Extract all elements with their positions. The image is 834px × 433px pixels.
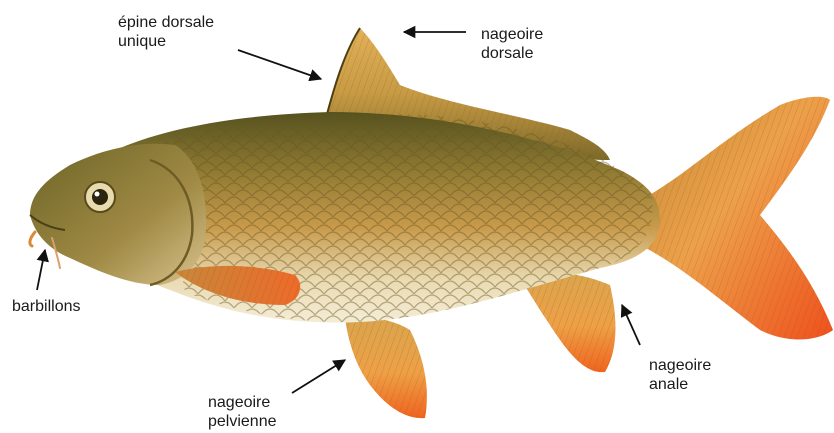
arrow-pelvic-fin (292, 360, 345, 393)
label-dorsal-fin-line2: dorsale (481, 44, 543, 63)
arrow-anal-fin (622, 305, 640, 345)
caudal-fin (640, 97, 833, 340)
label-dorsal-fin-line1: nageoire (481, 25, 543, 44)
label-pelvic-fin-line1: nageoire (208, 393, 277, 412)
pelvic-fin (345, 317, 427, 418)
label-pelvic-fin: nageoire pelvienne (208, 393, 277, 431)
label-pelvic-fin-line2: pelvienne (208, 412, 277, 431)
label-barbels-line1: barbillons (12, 297, 80, 316)
label-barbels: barbillons (12, 297, 80, 316)
fish-head (30, 144, 206, 285)
label-dorsal-spine-line2: unique (118, 32, 214, 51)
label-anal-fin-line1: nageoire (649, 356, 711, 375)
label-anal-fin: nageoire anale (649, 356, 711, 394)
label-dorsal-spine-line1: épine dorsale (118, 13, 214, 32)
arrow-barbels (37, 250, 45, 290)
label-anal-fin-line2: anale (649, 375, 711, 394)
arrow-dorsal-spine (238, 50, 321, 79)
label-dorsal-spine: épine dorsale unique (118, 13, 214, 51)
label-dorsal-fin: nageoire dorsale (481, 25, 543, 63)
